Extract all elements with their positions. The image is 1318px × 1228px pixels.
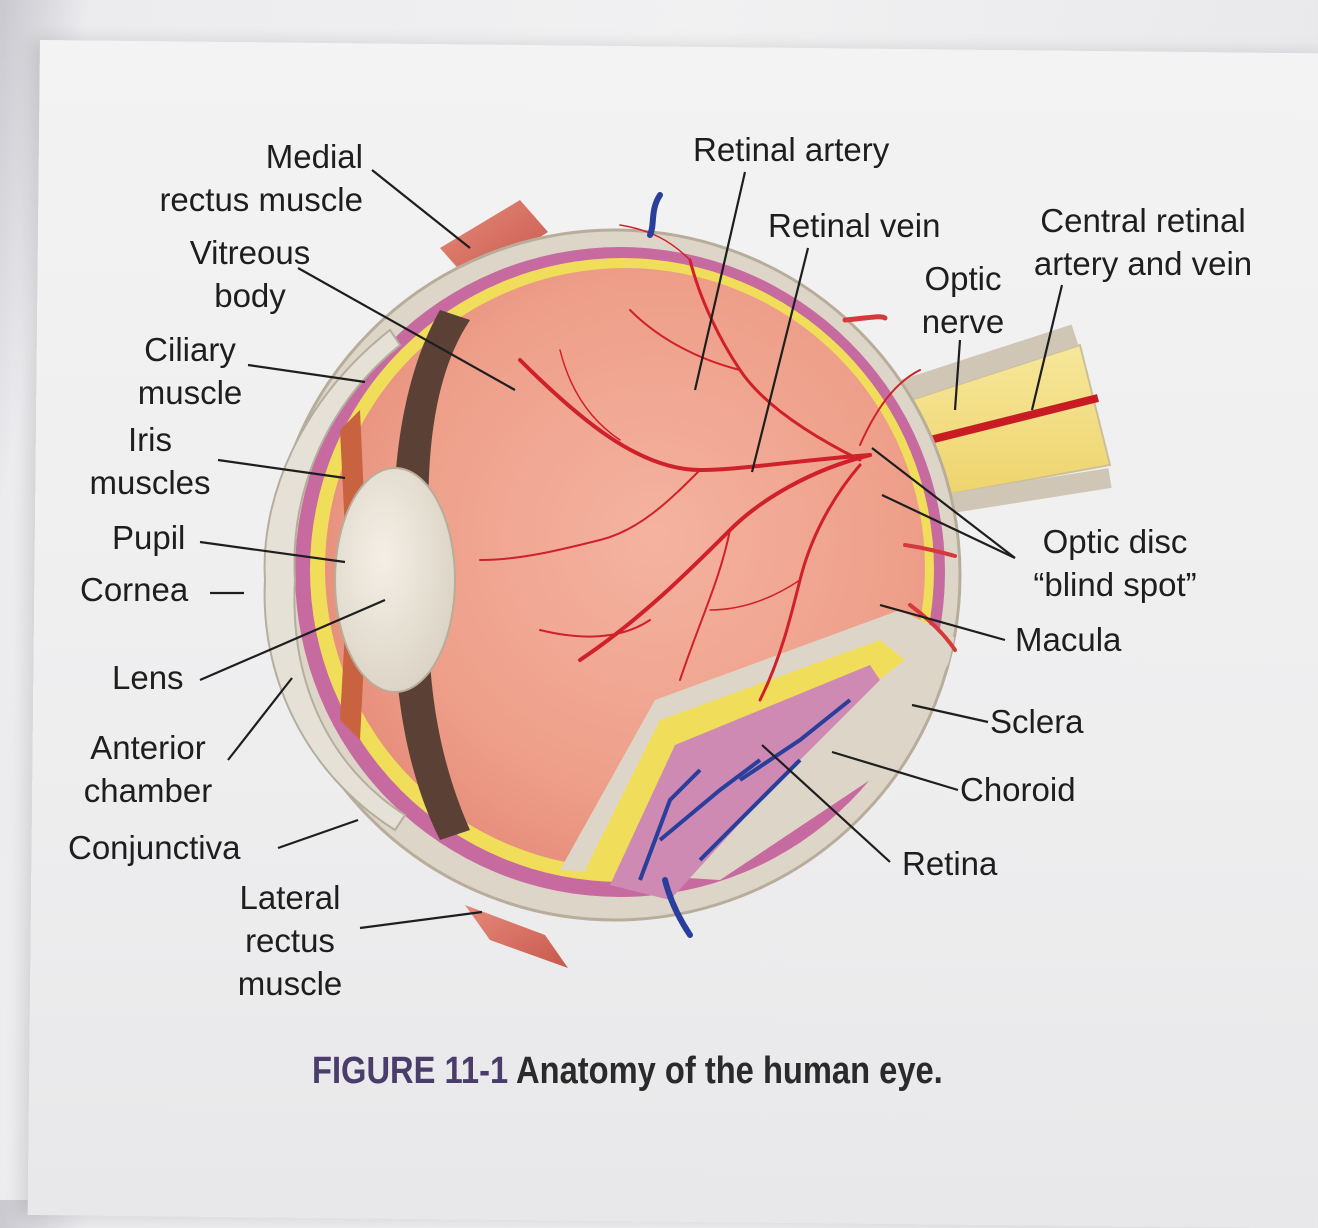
eye-anatomy-diagram: Medial rectus muscle Vitreous body Cilia…	[68, 131, 1253, 1093]
label-iris-muscles: Iris muscles	[89, 421, 211, 501]
leader-retinal-artery	[693, 171, 747, 391]
figure-caption-label: FIGURE 11-1	[312, 1050, 509, 1092]
leader-optic-disc-1	[871, 447, 1016, 559]
leader-ciliary-muscle	[247, 363, 366, 384]
leader-conjunctiva	[277, 818, 359, 850]
leader-sclera	[911, 703, 989, 724]
label-optic-nerve: Optic nerve	[921, 260, 1005, 340]
lens-shape	[334, 467, 456, 693]
leader-optic-disc-2	[881, 494, 1016, 559]
leader-vitreous-body	[297, 267, 516, 391]
label-ciliary-muscle: Ciliary muscle	[137, 331, 243, 411]
eye-illustration	[199, 169, 1112, 968]
leader-retinal-vein	[750, 247, 810, 473]
label-central-retinal-artery-and-vein: Central retinal artery and vein	[1033, 202, 1253, 282]
label-optic-disc: Optic disc “blind spot”	[1033, 523, 1197, 603]
medial-rectus-muscle-shape	[440, 200, 548, 282]
ciliary-body-shape	[393, 310, 470, 840]
figure-caption: FIGURE 11-1 Anatomy of the human eye.	[312, 1050, 943, 1093]
label-macula: Macula	[1015, 621, 1122, 658]
leader-lines	[199, 169, 1064, 930]
label-anterior-chamber: Anterior chamber	[83, 729, 213, 809]
figure-caption-text: Anatomy of the human eye.	[516, 1050, 943, 1092]
label-medial-rectus-muscle: Medial rectus muscle	[159, 138, 363, 218]
leader-medial-rectus	[371, 169, 471, 249]
leader-pupil	[199, 540, 346, 564]
lateral-rectus-muscle-shape	[465, 905, 568, 968]
label-lens: Lens	[112, 659, 184, 696]
label-choroid: Choroid	[960, 771, 1076, 808]
leader-macula	[879, 603, 1006, 642]
label-sclera: Sclera	[990, 703, 1084, 740]
label-lateral-rectus-muscle: Lateral rectus muscle	[237, 879, 343, 1002]
leader-lens	[199, 598, 386, 682]
cornea-shape	[263, 328, 407, 832]
label-conjunctiva: Conjunctiva	[68, 829, 241, 866]
label-vitreous-body: Vitreous body	[189, 234, 311, 314]
leader-iris-muscles	[217, 458, 346, 480]
cutaway-section	[560, 610, 960, 900]
label-retina: Retina	[902, 845, 998, 882]
leader-central-retinal	[1030, 284, 1064, 411]
leader-retina	[761, 744, 891, 863]
leader-optic-nerve	[953, 339, 962, 411]
leader-anterior-chamber	[227, 677, 293, 761]
vorticose-vein-top	[647, 192, 663, 238]
retinal-vessels	[479, 224, 957, 702]
vorticose-vein-bottom	[662, 877, 693, 938]
label-retinal-artery: Retinal artery	[693, 131, 890, 168]
label-retinal-vein: Retinal vein	[768, 207, 941, 244]
label-pupil: Pupil	[112, 519, 186, 556]
label-cornea: Cornea	[80, 571, 189, 608]
leader-lateral-rectus	[359, 910, 483, 930]
leader-choroid	[831, 750, 959, 792]
